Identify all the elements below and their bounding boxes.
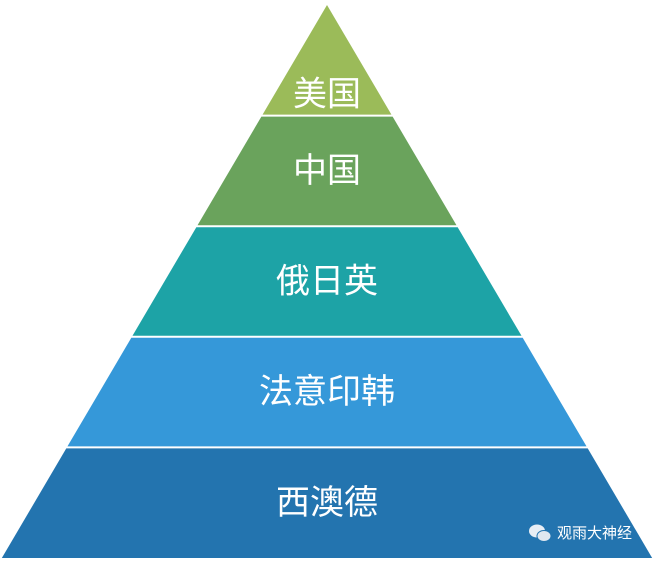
pyramid-level-2 — [197, 116, 457, 226]
watermark-text: 观雨大神经 — [557, 524, 633, 542]
pyramid-level-label: 法意印韩 — [259, 372, 395, 412]
pyramid-level-label: 中国 — [293, 151, 361, 191]
pyramid-level-5 — [1, 448, 653, 558]
pyramid-level-label: 西澳德 — [276, 483, 378, 523]
pyramid-level-3 — [132, 227, 522, 336]
pyramid-level-4 — [67, 337, 587, 447]
pyramid-level-1 — [262, 5, 392, 115]
wechat-icon — [529, 524, 552, 542]
watermark: 观雨大神经 — [528, 522, 632, 543]
pyramid-level-label: 美国 — [293, 75, 361, 115]
pyramid-level-label: 俄日英 — [276, 262, 378, 302]
